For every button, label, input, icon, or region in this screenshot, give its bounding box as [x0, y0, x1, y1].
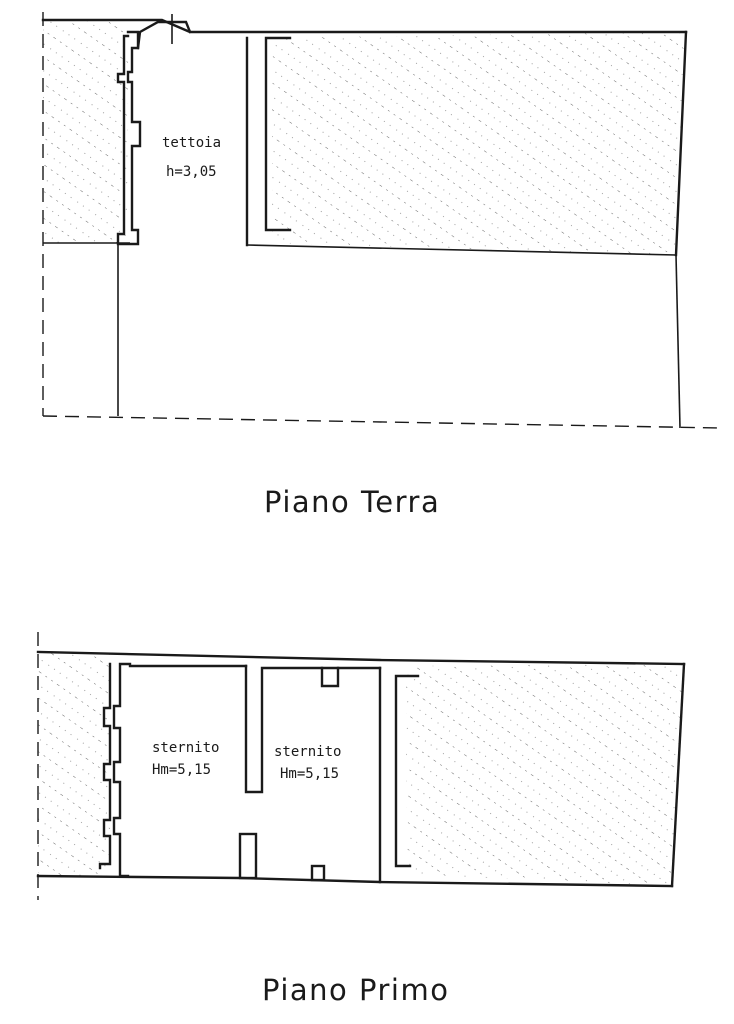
sternito-2-niche-bottom	[310, 864, 326, 882]
sternito-divider-upper	[244, 664, 382, 794]
hatched-area-left-primo	[38, 652, 110, 876]
piano-primo-plan: sternito Hm=5,15 sternito Hm=5,15 Piano …	[36, 632, 686, 1007]
block-bottom-line	[246, 244, 677, 256]
sternito-1-name: sternito	[152, 740, 219, 756]
piano-primo-title: Piano Primo	[262, 973, 449, 1007]
primo-top-line	[36, 650, 686, 666]
hatched-area-left	[43, 20, 128, 243]
primo-right-line	[670, 662, 686, 888]
tettoia-room-name: tettoia	[162, 135, 221, 151]
tettoia-top-wall	[136, 20, 192, 50]
tettoia-left-wall	[116, 30, 142, 246]
right-zone-bracket	[394, 674, 420, 868]
piano-terra-title: Piano Terra	[264, 485, 440, 519]
sternito-1-left-edge	[98, 662, 112, 870]
sternito-1-height: Hm=5,15	[152, 762, 211, 778]
sternito-divider-lower	[238, 832, 258, 880]
tettoia-room-height: h=3,05	[166, 164, 217, 180]
primo-bottom-line	[36, 874, 674, 888]
boundary-top	[41, 18, 688, 34]
hatched-area-right	[272, 32, 684, 255]
sternito-2-niche-top	[320, 666, 340, 688]
plot-right-line	[675, 254, 681, 429]
sternito-1-left-wall	[112, 662, 248, 878]
piano-terra-plan: tettoia h=3,05 Piano Terra	[41, 12, 723, 519]
hatched-area-right-primo	[406, 664, 684, 886]
sternito-2-height: Hm=5,15	[280, 766, 339, 782]
sternito-2-name: sternito	[274, 744, 341, 760]
site-boundary-bottom	[42, 415, 723, 429]
right-room-bracket	[264, 36, 292, 232]
boundary-right	[674, 30, 688, 257]
